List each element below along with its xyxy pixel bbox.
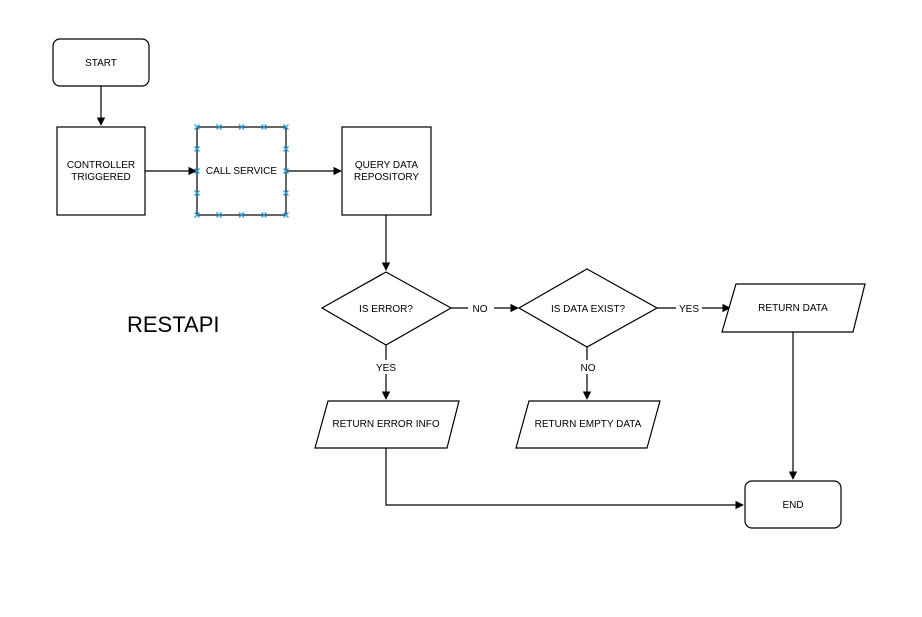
return-error-label: RETURN ERROR INFO	[332, 419, 439, 430]
node-query-data-repository[interactable]: QUERY DATA REPOSITORY	[341, 126, 432, 216]
diagram-title: RESTAPI	[127, 312, 220, 337]
selection-handle-stroke	[283, 146, 289, 152]
end-label: END	[782, 500, 803, 511]
query-label-line2: REPOSITORY	[354, 172, 420, 183]
selection-handle[interactable]	[283, 146, 289, 152]
node-controller-triggered[interactable]: CONTROLLER TRIGGERED	[56, 126, 146, 216]
selection-handle-stroke	[261, 124, 267, 130]
selection-handle-stroke	[283, 212, 289, 218]
edge-label-data-yes: YES	[679, 304, 699, 315]
selection-handle[interactable]	[194, 168, 200, 174]
selection-handle[interactable]	[194, 190, 200, 196]
selection-handle[interactable]	[238, 212, 245, 218]
node-is-error[interactable]: IS ERROR?	[320, 271, 453, 346]
return-data-label: RETURN DATA	[758, 303, 828, 314]
selection-handle[interactable]	[261, 212, 267, 218]
controller-label-line2: TRIGGERED	[71, 172, 130, 183]
selection-handle[interactable]	[283, 168, 289, 174]
selection-handle[interactable]	[238, 124, 245, 130]
edge-label-error-yes: YES	[376, 363, 396, 374]
selection-handle-stroke	[283, 190, 289, 196]
node-call-service[interactable]: CALL SERVICE	[194, 124, 289, 218]
node-is-data-exist[interactable]: IS DATA EXIST?	[517, 268, 659, 348]
node-return-data[interactable]: RETURN DATA	[721, 283, 866, 333]
edge-return-error-to-end[interactable]	[385, 448, 744, 510]
selection-handle-stroke	[283, 168, 289, 174]
query-label-line1: QUERY DATA	[355, 160, 418, 171]
selection-handle-stroke	[283, 124, 289, 130]
selection-handle-stroke	[194, 212, 200, 218]
is-error-shape[interactable]	[320, 271, 453, 346]
selection-handle[interactable]	[261, 124, 267, 130]
return-data-shape[interactable]	[721, 283, 866, 333]
is-data-exist-label: IS DATA EXIST?	[551, 304, 626, 315]
return-empty-label: RETURN EMPTY DATA	[535, 419, 642, 430]
selection-handle[interactable]	[194, 212, 200, 218]
selection-handle[interactable]	[283, 190, 289, 196]
node-return-error-info[interactable]: RETURN ERROR INFO	[314, 400, 460, 449]
node-start[interactable]: START	[52, 38, 150, 87]
selection-handle[interactable]	[216, 212, 222, 218]
edge-label-data-no: NO	[581, 363, 596, 374]
query-shape[interactable]	[341, 126, 432, 216]
call-service-label: CALL SERVICE	[206, 166, 277, 177]
start-shape[interactable]	[52, 38, 150, 87]
selection-handle-stroke	[194, 190, 200, 196]
controller-shape[interactable]	[56, 126, 146, 216]
selection-handle[interactable]	[216, 124, 222, 130]
selection-handle-stroke	[194, 168, 200, 174]
selection-handle-stroke	[194, 146, 200, 152]
edge-label-error-no: NO	[473, 304, 488, 315]
selection-handle-stroke	[261, 212, 267, 218]
selection-handles[interactable]	[194, 124, 289, 218]
edges	[96, 86, 798, 510]
selection-handle-stroke	[216, 212, 222, 218]
selection-handle[interactable]	[283, 212, 289, 218]
selection-handle[interactable]	[194, 124, 200, 130]
selection-handle-stroke	[194, 124, 200, 130]
start-label: START	[85, 58, 117, 69]
selection-handle[interactable]	[283, 124, 289, 130]
selection-handle[interactable]	[194, 146, 200, 152]
is-data-exist-shape[interactable]	[517, 268, 659, 348]
selection-handle-stroke	[238, 124, 245, 130]
return-error-shape[interactable]	[314, 400, 460, 449]
return-empty-shape[interactable]	[515, 400, 661, 449]
end-shape[interactable]	[744, 480, 842, 529]
is-error-label: IS ERROR?	[359, 304, 413, 315]
controller-label-line1: CONTROLLER	[67, 160, 135, 171]
selection-handle-stroke	[216, 124, 222, 130]
node-end[interactable]: END	[744, 480, 842, 529]
node-return-empty-data[interactable]: RETURN EMPTY DATA	[515, 400, 661, 449]
selection-handle-stroke	[238, 212, 245, 218]
